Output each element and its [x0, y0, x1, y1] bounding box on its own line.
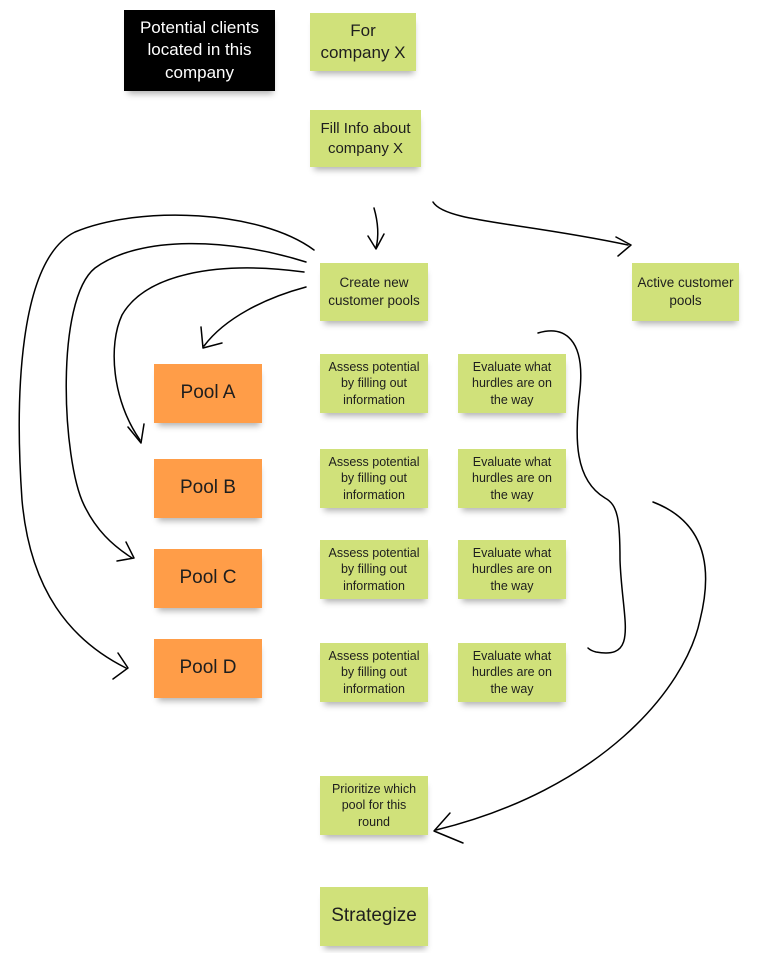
- arrow-create-to-pool-a: [203, 286, 307, 347]
- pool-b-note[interactable]: Pool B: [154, 459, 262, 518]
- active-pools-note[interactable]: Active customer pools: [632, 263, 739, 321]
- create-pools-note[interactable]: Create new customer pools: [320, 263, 428, 321]
- strategize-text: Strategize: [331, 905, 417, 927]
- evaluate-note-d[interactable]: Evaluate what hurdles are on the way: [458, 643, 566, 702]
- evaluate-note-c[interactable]: Evaluate what hurdles are on the way: [458, 540, 566, 599]
- pool-d-note[interactable]: Pool D: [154, 639, 262, 698]
- arrow-create-to-pool-b: [113, 267, 305, 441]
- assess-note-a[interactable]: Assess potential by filling out informat…: [320, 354, 428, 413]
- create-pools-text: Create new customer pools: [328, 275, 420, 308]
- prioritize-note[interactable]: Prioritize which pool for this round: [320, 776, 428, 835]
- arrow-fillinfo-to-create: [373, 207, 379, 249]
- assess-note-b[interactable]: Assess potential by filling out informat…: [320, 449, 428, 508]
- arrowhead-pool-a: [200, 326, 223, 349]
- fill-info-text: Fill Info about company X: [320, 120, 411, 157]
- arrowhead-prioritize: [433, 812, 464, 844]
- pool-c-text: Pool C: [179, 567, 237, 589]
- pool-d-text: Pool D: [179, 657, 237, 679]
- arrow-create-to-pool-c: [65, 242, 307, 559]
- assess-text-a: Assess potential by filling out informat…: [328, 360, 420, 407]
- assess-text-c: Assess potential by filling out informat…: [328, 546, 420, 593]
- arrow-to-active-pools: [432, 201, 629, 246]
- assess-text-b: Assess potential by filling out informat…: [328, 455, 420, 502]
- arrow-create-to-pool-d: [18, 214, 315, 669]
- assess-text-d: Assess potential by filling out informat…: [328, 649, 420, 696]
- arrow-to-prioritize: [435, 501, 707, 831]
- arrowhead-pool-d: [112, 652, 129, 680]
- pool-c-note[interactable]: Pool C: [154, 549, 262, 608]
- evaluate-text-c: Evaluate what hurdles are on the way: [472, 546, 552, 593]
- for-company-note[interactable]: For company X: [310, 13, 416, 71]
- bracket-evaluate-column: [537, 330, 627, 654]
- evaluate-note-a[interactable]: Evaluate what hurdles are on the way: [458, 354, 566, 413]
- for-company-text: For company X: [320, 20, 406, 62]
- arrowhead-fillinfo-to-create: [367, 233, 385, 250]
- arrowhead-pool-b: [127, 423, 145, 444]
- active-pools-text: Active customer pools: [637, 275, 734, 308]
- arrowhead-pool-c: [116, 541, 135, 562]
- evaluate-note-b[interactable]: Evaluate what hurdles are on the way: [458, 449, 566, 508]
- assess-note-c[interactable]: Assess potential by filling out informat…: [320, 540, 428, 599]
- pool-b-text: Pool B: [180, 477, 236, 499]
- prioritize-text: Prioritize which pool for this round: [331, 782, 417, 829]
- evaluate-text-b: Evaluate what hurdles are on the way: [472, 455, 552, 502]
- fill-info-note[interactable]: Fill Info about company X: [310, 110, 421, 167]
- pool-a-note[interactable]: Pool A: [154, 364, 262, 423]
- potential-clients-text: Potential clients located in this compan…: [139, 18, 260, 82]
- evaluate-text-d: Evaluate what hurdles are on the way: [472, 649, 552, 696]
- pool-a-text: Pool A: [180, 382, 236, 404]
- strategize-note[interactable]: Strategize: [320, 887, 428, 946]
- arrowhead-to-active-pools: [615, 236, 632, 257]
- assess-note-d[interactable]: Assess potential by filling out informat…: [320, 643, 428, 702]
- evaluate-text-a: Evaluate what hurdles are on the way: [472, 360, 552, 407]
- potential-clients-note[interactable]: Potential clients located in this compan…: [124, 10, 275, 91]
